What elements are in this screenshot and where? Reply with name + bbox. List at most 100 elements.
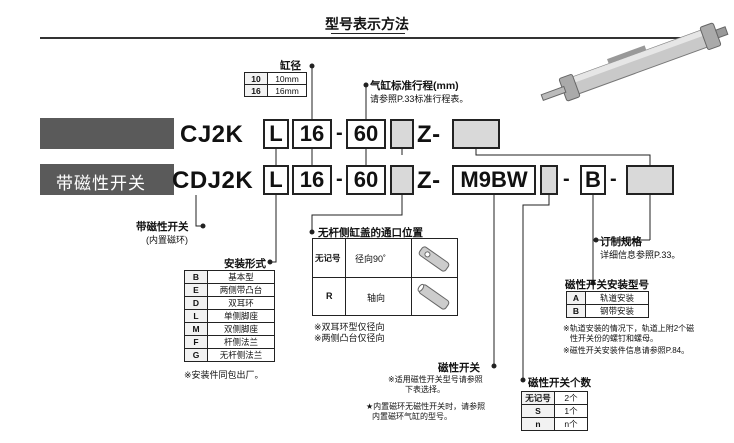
mounting-title: 安装形式	[224, 258, 266, 270]
mount-code: D	[184, 296, 208, 310]
row1-port-box	[390, 119, 414, 149]
switch-note4: 内置磁环气缸的型号。	[372, 412, 452, 421]
swcount-title: 磁性开关个数	[528, 377, 591, 389]
header-rule	[40, 37, 694, 39]
switch-note1: ※适用磁性开关型号请参照	[388, 375, 483, 384]
swcount-name: 1个	[554, 404, 588, 418]
swmount-note2: 性开关份的螺钉和螺母。	[570, 334, 658, 343]
row1-z: Z-	[417, 121, 441, 148]
swmount-title: 磁性开关安装型号	[565, 279, 649, 291]
switch-note3: ★内置磁环无磁性开关时，请参照	[366, 402, 486, 411]
mount-name: 单侧脚座	[207, 309, 275, 323]
swmount-name: 轨道安装	[585, 291, 649, 305]
row1-band	[40, 118, 174, 149]
swcount-name: n个	[554, 417, 588, 431]
bore-value: 16mm	[267, 84, 307, 97]
row1-bore-box: 16	[292, 119, 332, 149]
port-radial-icon	[418, 246, 450, 272]
row1-dash: -	[336, 122, 343, 144]
row2-z: Z-	[417, 167, 441, 194]
row1-mto-box	[452, 119, 500, 149]
row2-swcount-box	[540, 165, 558, 195]
row2-port-box	[390, 165, 414, 195]
magnet-title: 带磁性开关	[136, 221, 189, 233]
mount-name: 基本型	[207, 270, 275, 284]
port-note1: ※双耳环型仅径向	[314, 322, 385, 332]
swmount-code: A	[566, 291, 586, 305]
row2-mount-box: L	[263, 165, 289, 195]
mount-code: L	[184, 309, 208, 323]
port-name: 轴向	[367, 293, 386, 303]
port-divider	[411, 239, 412, 315]
row2-dash2: -	[563, 168, 570, 190]
bore-value: 10mm	[267, 72, 307, 85]
mto-note: 详细信息参照P.33。	[600, 250, 681, 260]
port-code: R	[326, 291, 333, 301]
row1-model: CJ2K	[180, 121, 244, 148]
mto-title: 订制规格	[600, 236, 642, 248]
mount-name: 杆侧法兰	[207, 335, 275, 349]
port-code: 无记号	[315, 253, 341, 263]
swcount-code: 无记号	[521, 391, 555, 405]
mount-name: 双侧脚座	[207, 322, 275, 336]
mount-code: F	[184, 335, 208, 349]
row2-dash3: -	[610, 168, 617, 190]
mount-name: 两侧带凸台	[207, 283, 275, 297]
row2-bore-box: 16	[292, 165, 332, 195]
port-divider	[313, 277, 457, 278]
port-note2: ※两侧凸台仅径向	[314, 333, 385, 343]
row1-stroke-box: 60	[346, 119, 386, 149]
page-title: 型号表示方法	[325, 16, 409, 32]
row2-switch-box: M9BW	[452, 165, 536, 195]
row2-model: CDJ2K	[172, 167, 254, 194]
mount-name: 无杆侧法兰	[207, 348, 275, 362]
mount-code: E	[184, 283, 208, 297]
bore-code: 16	[244, 84, 268, 97]
row2-dash1: -	[336, 168, 343, 190]
swmount-code: B	[566, 304, 586, 318]
swmount-note1: ※轨道安装的情况下，轨道上附2个磁	[563, 324, 695, 333]
stroke-title: 气缸标准行程(mm)	[370, 80, 459, 92]
swmount-note3: ※磁性开关安装件信息请参照P.84。	[563, 346, 690, 355]
swmount-name: 钢带安装	[585, 304, 649, 318]
swcount-name: 2个	[554, 391, 588, 405]
row2-band-label: 带磁性开关	[56, 174, 146, 193]
row2-stroke-box: 60	[346, 165, 386, 195]
mount-code: M	[184, 322, 208, 336]
mount-code: G	[184, 348, 208, 362]
swcount-code: S	[521, 404, 555, 418]
row2-swmount-box: B	[580, 165, 606, 195]
port-table: 无记号 径向90˚ R 轴向	[312, 238, 458, 316]
port-divider	[345, 239, 346, 315]
switch-title: 磁性开关	[438, 362, 480, 374]
row2-band	[40, 164, 174, 195]
mount-name: 双耳环	[207, 296, 275, 310]
port-axial-icon	[417, 283, 450, 310]
port-title: 无杆侧缸盖的通口位置	[318, 227, 423, 239]
port-name: 径向90˚	[355, 254, 387, 264]
switch-note2: 下表选择。	[405, 385, 445, 394]
bore-code: 10	[244, 72, 268, 85]
mounting-note: ※安装件同包出厂。	[184, 370, 264, 380]
stroke-note: 请参照P.33标准行程表。	[370, 94, 469, 104]
mount-code: B	[184, 270, 208, 284]
